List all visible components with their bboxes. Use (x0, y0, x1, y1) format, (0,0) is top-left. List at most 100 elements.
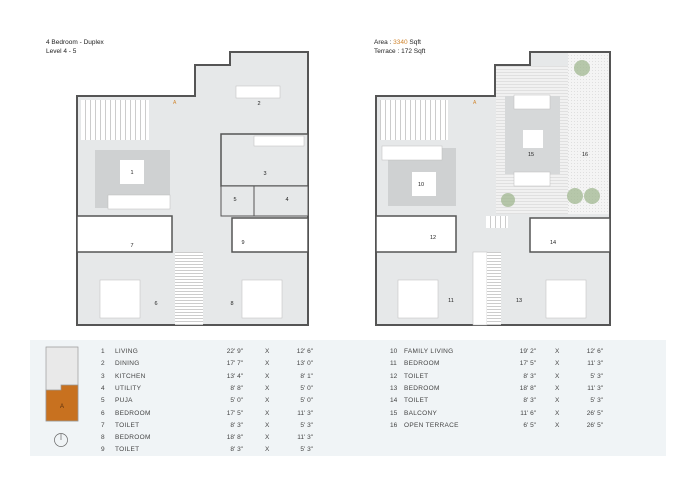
room-name: TOILET (404, 372, 429, 380)
dimension-length: 6' 5" (523, 421, 536, 429)
room-number: 11 (390, 360, 397, 368)
plan-title: 4 Bedroom - Duplex Level 4 - 5 (46, 39, 104, 55)
dimension-separator: X (265, 348, 270, 355)
room-name: FAMILY LIVING (404, 348, 454, 355)
room-number: 12 (390, 372, 398, 380)
dimension-width: 26' 5" (586, 421, 603, 429)
dimension-separator: X (265, 409, 270, 417)
level-5-plan: A (375, 51, 611, 326)
room-name: BEDROOM (404, 384, 440, 392)
room-name: KITCHEN (115, 372, 146, 380)
dimension-separator: X (265, 446, 270, 454)
room-name: BEDROOM (404, 360, 440, 368)
dimension-width: 26' 5" (586, 409, 603, 417)
svg-text:5: 5 (233, 197, 236, 203)
staircase (380, 100, 448, 140)
toilet-9 (231, 217, 309, 253)
dimension-length: 18' 8" (519, 384, 536, 392)
room-name: DINING (115, 360, 140, 368)
dimension-length: 18' 8" (226, 434, 243, 442)
level-4-plan: A (76, 51, 309, 326)
svg-text:7: 7 (130, 243, 133, 249)
svg-text:16: 16 (582, 152, 588, 158)
svg-text:3: 3 (263, 171, 266, 177)
dimension-length: 5' 0" (230, 397, 243, 405)
dimension-length: 8' 3" (523, 397, 536, 405)
dimension-width: 11' 3" (297, 409, 313, 417)
svg-text:4: 4 (285, 197, 288, 203)
dimension-width: 5' 3" (590, 372, 603, 380)
room-number: 5 (101, 397, 105, 405)
room-number: 10 (390, 348, 398, 355)
room-number: 9 (101, 446, 105, 454)
svg-text:10: 10 (418, 182, 424, 188)
room-name: BEDROOM (115, 409, 151, 417)
svg-text:9: 9 (241, 240, 244, 246)
room-name: BALCONY (404, 409, 438, 417)
toilet-7 (76, 215, 173, 253)
dimension-separator: X (555, 348, 560, 355)
dimension-length: 8' 8" (230, 384, 243, 392)
room-name: TOILET (115, 446, 140, 454)
dimension-length: 17' 5" (519, 360, 536, 368)
dimension-separator: X (555, 384, 560, 392)
coffee-table (120, 160, 144, 184)
dimension-separator: X (265, 372, 270, 380)
bed-6 (99, 279, 141, 319)
room-name: UTILITY (115, 384, 142, 392)
dimension-separator: X (555, 397, 560, 405)
room-numbers-right: 10 11 12 13 14 15 16 (418, 152, 588, 304)
schedule-row: 6 BEDROOM 17' 5" X 11' 3" (101, 408, 313, 420)
room-name: PUJA (115, 397, 133, 405)
dimension-length: 8' 3" (523, 372, 536, 380)
dimension-length: 22' 9" (226, 348, 243, 355)
svg-text:14: 14 (550, 240, 556, 246)
room-number: 14 (390, 397, 398, 405)
staircase (81, 100, 149, 140)
utility-room (253, 185, 309, 217)
dimension-width: 13' 0" (296, 360, 313, 368)
room-number: 6 (101, 409, 105, 417)
kitchen-counter (253, 135, 305, 147)
dimension-separator: X (265, 397, 270, 405)
plant (574, 60, 590, 76)
room-name: TOILET (115, 421, 140, 429)
room-number: 7 (101, 421, 105, 429)
room-number: 3 (101, 372, 105, 380)
floor-plans: A 1 2 3 4 5 6 7 8 9 A 10 (76, 51, 611, 326)
dimension-length: 11' 6" (520, 409, 536, 417)
dimension-separator: X (555, 372, 560, 380)
svg-text:8: 8 (230, 301, 233, 307)
svg-text:15: 15 (528, 152, 534, 158)
svg-text:6: 6 (154, 301, 157, 307)
room-number: 16 (390, 421, 398, 429)
toilet-12 (375, 215, 457, 253)
room-schedule-panel (30, 340, 666, 456)
dimension-width: 8' 1" (300, 372, 313, 380)
dimension-width: 11' 3" (587, 360, 603, 368)
dimension-width: 5' 0" (300, 384, 313, 392)
room-numbers-left: 1 2 3 4 5 6 7 8 9 (130, 101, 288, 307)
dimension-separator: X (265, 421, 270, 429)
room-number: 15 (390, 409, 398, 417)
dimension-length: 8' 3" (230, 421, 243, 429)
dimension-width: 5' 3" (300, 446, 313, 454)
dimension-length: 17' 5" (226, 409, 243, 417)
dimension-length: 17' 7" (226, 360, 243, 368)
room-number: 1 (101, 348, 105, 355)
area-info: Area : 3340 Sqft Terrace : 172 Sqft (374, 39, 426, 55)
room-name: OPEN TERRACE (404, 421, 459, 429)
dimension-separator: X (265, 360, 270, 368)
sofa (381, 145, 443, 161)
